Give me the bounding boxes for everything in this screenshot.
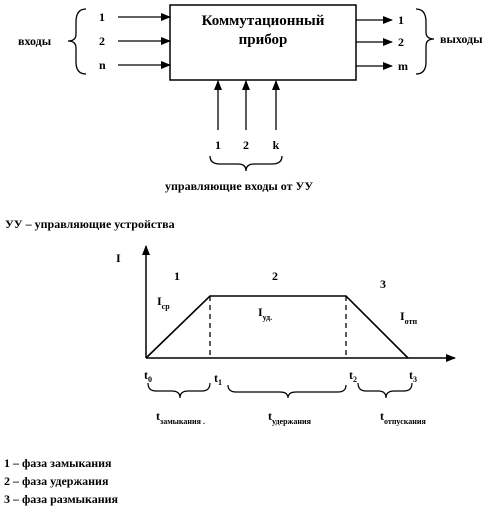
inputs-brace	[67, 8, 87, 75]
device-title-line2: прибор	[239, 32, 288, 48]
duration-label-release: tотпускания	[380, 409, 426, 426]
control-brace	[209, 155, 283, 172]
brace-release	[357, 382, 413, 399]
current-curve	[145, 295, 409, 359]
control-number-k: k	[273, 138, 280, 152]
control-number-2: 2	[243, 138, 249, 152]
outputs-label: выходы	[440, 32, 483, 46]
brace-holding	[227, 384, 347, 399]
device-box	[169, 4, 357, 81]
device-title-line1: Коммутационный	[202, 13, 325, 29]
phase-number-2: 2	[272, 269, 278, 283]
phase-legend: 1 – фаза замыкания 2 – фаза удержания 3 …	[4, 454, 118, 508]
output-number-2: 2	[398, 35, 404, 49]
current-label-release: Iотп	[400, 309, 417, 326]
current-label-closing: Iср	[157, 294, 170, 311]
input-number-1: 1	[99, 10, 105, 24]
current-label-holding: Iуд.	[258, 305, 272, 322]
note-text: УУ – управляющие устройства	[5, 217, 175, 231]
control-label: управляющие входы от УУ	[165, 179, 313, 193]
y-axis-label: I	[116, 251, 121, 265]
inputs-label: входы	[18, 34, 52, 48]
legend-item-closing: 1 – фаза замыкания	[4, 456, 112, 470]
time-label-t1: t1	[214, 371, 222, 387]
brace-closing	[147, 382, 211, 399]
duration-label-closing: tзамыкания .	[156, 409, 205, 426]
time-label-t2: t2	[349, 368, 357, 384]
input-number-n: n	[99, 58, 106, 72]
outputs-brace	[415, 8, 435, 75]
control-number-1: 1	[215, 138, 221, 152]
output-number-m: m	[398, 59, 408, 73]
duration-label-holding: tудержания	[268, 409, 312, 426]
input-number-2: 2	[99, 34, 105, 48]
phase-number-1: 1	[174, 269, 180, 283]
phase-number-3: 3	[380, 277, 386, 291]
output-number-1: 1	[398, 13, 404, 27]
time-label-t3: t3	[409, 368, 417, 384]
legend-item-release: 3 – фаза размыкания	[4, 492, 119, 506]
legend-item-holding: 2 – фаза удержания	[4, 474, 109, 488]
time-label-t0: t0	[144, 368, 152, 384]
